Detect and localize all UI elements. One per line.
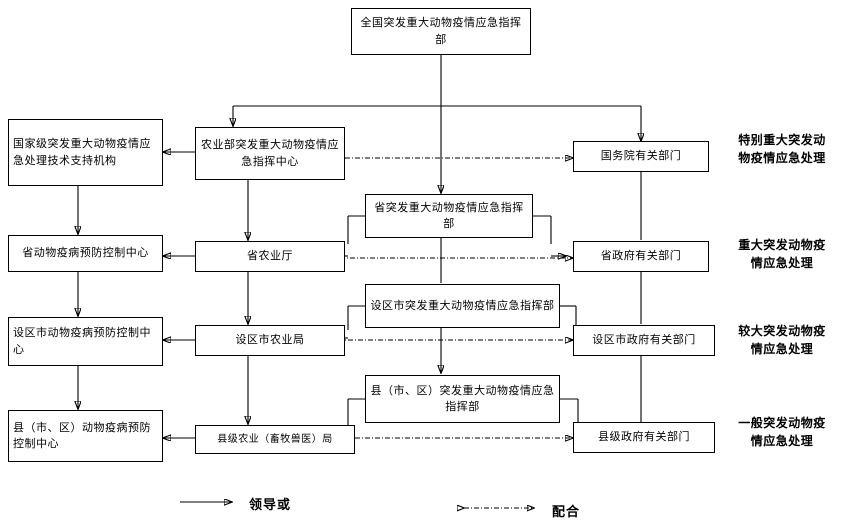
- box-label: 全国突发重大动物疫情应急指挥部: [360, 16, 522, 46]
- box-county-agriculture-veterinary-bureau[interactable]: 县级农业（畜牧兽医）局: [195, 425, 355, 454]
- box-label: 农业部突发重大动物疫情应急指挥中心: [201, 138, 339, 168]
- box-county-government-departments[interactable]: 县级政府有关部门: [573, 422, 715, 453]
- box-label: 设区市突发重大动物疫情应急指挥部: [370, 298, 555, 312]
- box-label: 省突发重大动物疫情应急指挥部: [374, 200, 524, 231]
- box-city-emergency-command-hq[interactable]: 设区市突发重大动物疫情应急指挥部: [365, 284, 560, 328]
- box-label: 县级农业（畜牧兽医）局: [217, 434, 333, 445]
- box-label: 省动物疫病预防控制中心: [22, 246, 149, 260]
- box-label: 县（市、区）动物疫病预防控制中心: [13, 420, 151, 451]
- box-provincial-agriculture-dept[interactable]: 省农业厅: [195, 241, 345, 272]
- box-label: 设区市农业局: [235, 333, 305, 347]
- box-label: 设区市动物疫病预防控制中心: [13, 326, 151, 356]
- box-city-government-departments[interactable]: 设区市政府有关部门: [573, 325, 715, 356]
- box-provincial-emergency-command-hq[interactable]: 省突发重大动物疫情应急指挥部: [365, 194, 533, 238]
- box-label: 省政府有关部门: [600, 249, 682, 263]
- level-label-moderate: 较大突发动物疫 情应急处理: [738, 324, 826, 356]
- box-provincial-animal-disease-cdc[interactable]: 省动物疫病预防控制中心: [8, 235, 163, 272]
- box-city-agriculture-bureau[interactable]: 设区市农业局: [195, 325, 345, 356]
- box-state-council-departments[interactable]: 国务院有关部门: [573, 141, 709, 172]
- box-provincial-government-departments[interactable]: 省政府有关部门: [573, 241, 709, 272]
- legend-lead-label: 领导或: [249, 498, 292, 513]
- box-moa-emergency-command-center[interactable]: 农业部突发重大动物疫情应急指挥中心: [195, 127, 345, 180]
- box-label: 设区市政府有关部门: [592, 333, 696, 347]
- level-label-major: 重大突发动物疫 情应急处理: [738, 238, 826, 270]
- box-label: 县级政府有关部门: [598, 430, 690, 444]
- box-city-animal-disease-cdc[interactable]: 设区市动物疫病预防控制中心: [8, 317, 163, 366]
- box-county-animal-disease-cdc[interactable]: 县（市、区）动物疫病预防控制中心: [8, 410, 163, 462]
- level-label-general: 一般突发动物疫 情应急处理: [738, 416, 826, 448]
- box-label: 国务院有关部门: [600, 149, 682, 163]
- box-label: 县（市、区）突发重大动物疫情应急指挥部: [370, 383, 555, 414]
- box-label: 国家级突发重大动物疫情应急处理技术支持机构: [13, 137, 151, 167]
- legend-coordinate-label: 配合: [552, 505, 581, 520]
- box-label: 省农业厅: [247, 249, 293, 263]
- level-label-extraordinary: 特别重大突发动 物疫情应急处理: [738, 133, 826, 165]
- box-national-command-hq[interactable]: 全国突发重大动物疫情应急指挥部: [351, 8, 531, 55]
- box-national-tech-support[interactable]: 国家级突发重大动物疫情应急处理技术支持机构: [8, 119, 163, 186]
- box-county-emergency-command-hq[interactable]: 县（市、区）突发重大动物疫情应急指挥部: [365, 375, 560, 423]
